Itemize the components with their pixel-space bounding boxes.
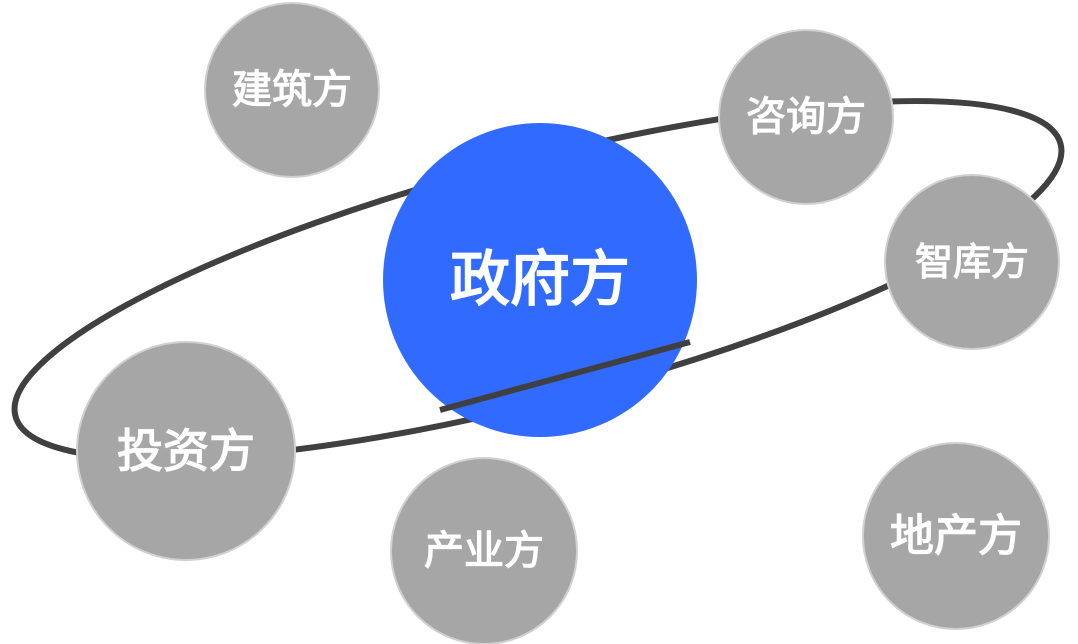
node-zixun-circle xyxy=(718,29,894,205)
node-center-label: 政府方 xyxy=(450,245,630,315)
node-touzi-circle xyxy=(76,341,296,561)
node-zhiku: 智库方 xyxy=(884,174,1060,350)
node-zhiku-label: 智库方 xyxy=(915,240,1029,284)
node-zixun: 咨询方 xyxy=(718,29,894,205)
node-jianzhu-label: 建筑方 xyxy=(232,67,352,113)
node-dichan: 地产方 xyxy=(862,442,1050,630)
orbit-front-segment xyxy=(439,339,691,413)
node-touzi-label: 投资方 xyxy=(117,424,255,478)
node-touzi: 投资方 xyxy=(76,341,296,561)
node-jianzhu-circle xyxy=(204,2,380,178)
node-zixun-label: 咨询方 xyxy=(746,94,866,140)
node-zhiku-circle xyxy=(884,174,1060,350)
node-chanye: 产业方 xyxy=(390,457,578,644)
node-chanye-label: 产业方 xyxy=(424,528,544,574)
node-dichan-circle xyxy=(862,442,1050,630)
node-chanye-circle xyxy=(390,457,578,644)
node-center: 政府方 xyxy=(383,123,697,437)
node-dichan-label: 地产方 xyxy=(890,511,1022,562)
node-jianzhu: 建筑方 xyxy=(204,2,380,178)
